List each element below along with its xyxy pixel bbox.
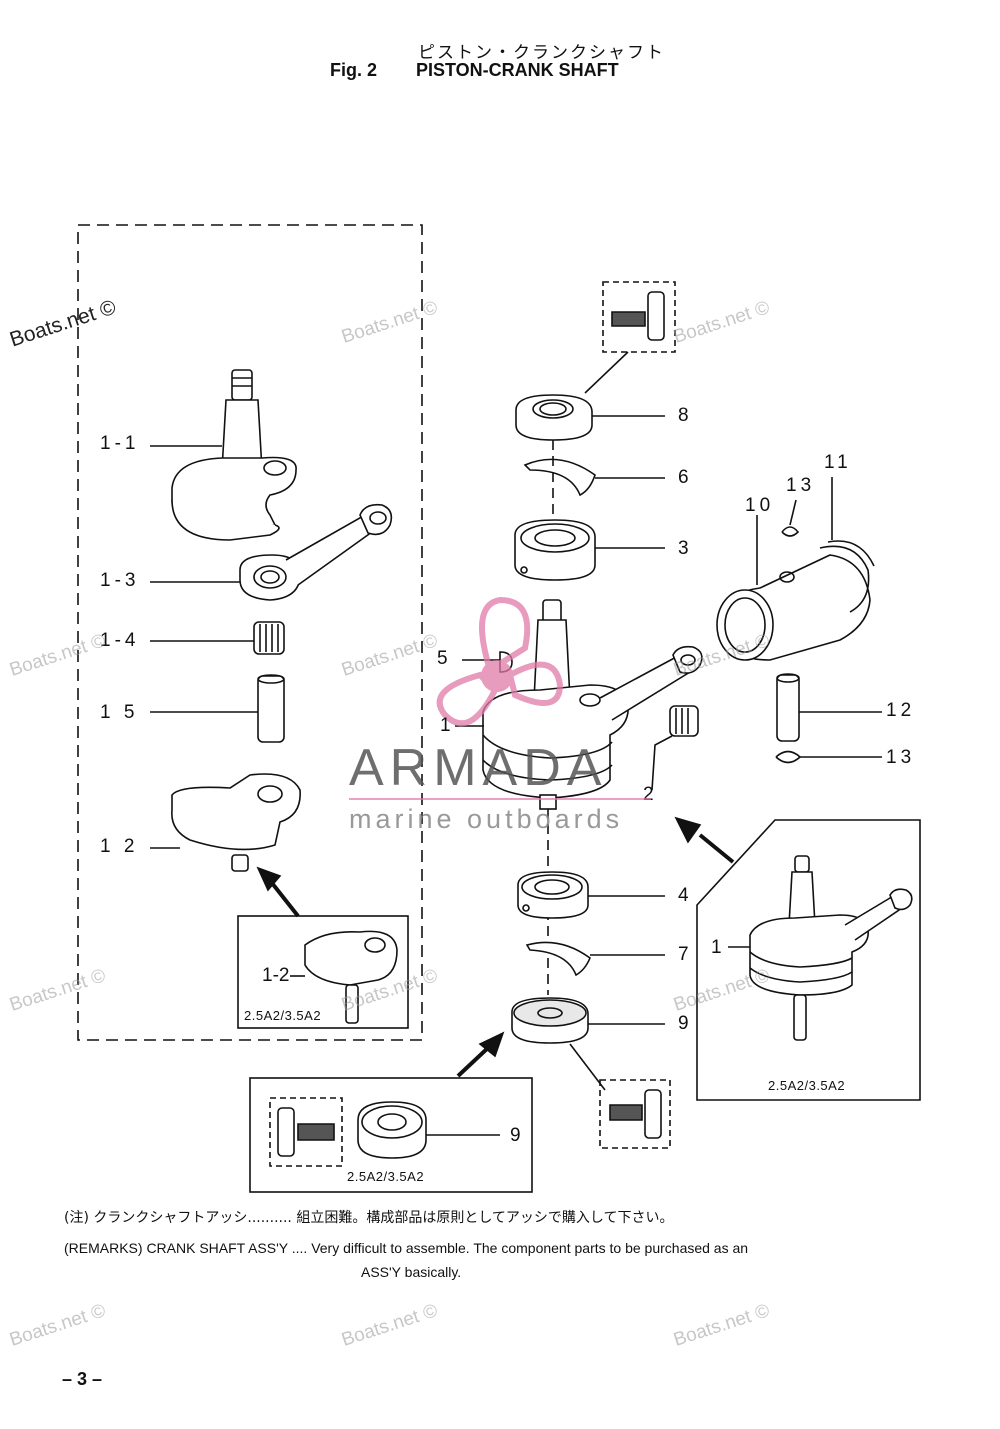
ball-bearing-lower-part bbox=[517, 871, 589, 919]
callout-13-lower: 13 bbox=[886, 747, 916, 768]
needle-bearing-part-2 bbox=[669, 705, 699, 737]
figure-number: Fig. 2 bbox=[330, 60, 378, 80]
bottom-inset-oil-seal bbox=[357, 1101, 427, 1159]
remarks-english-line1: (REMARKS) CRANK SHAFT ASS'Y .... Very di… bbox=[64, 1240, 749, 1256]
model-label-bottom-inset: 2.5A2/3.5A2 bbox=[347, 1169, 425, 1184]
figure-title: PISTON-CRANK SHAFT bbox=[416, 60, 619, 80]
callout-11: 11 bbox=[824, 452, 852, 473]
top-seal-detail bbox=[611, 291, 665, 341]
circlip-lower-part bbox=[525, 941, 591, 977]
callout-1-3: 1-3 bbox=[100, 570, 140, 591]
lower-crank-half-part bbox=[171, 773, 301, 872]
callout-7: 7 bbox=[678, 944, 693, 965]
callout-10: 10 bbox=[745, 495, 775, 516]
right-inset-crankshaft bbox=[749, 855, 913, 1041]
callout-12: 12 bbox=[886, 700, 916, 721]
callout-1-4: 1-4 bbox=[100, 630, 140, 651]
callout-13-upper: 13 bbox=[786, 475, 816, 496]
callout-3: 3 bbox=[678, 538, 693, 559]
bottom-inset-seal-detail-frame bbox=[269, 1097, 343, 1167]
callout-1-5: 1 5 bbox=[100, 702, 139, 723]
arrow-right-inset bbox=[698, 833, 735, 864]
leader-lower-seal-detail bbox=[569, 1043, 606, 1091]
piston-pin-part bbox=[776, 673, 800, 742]
callout-1-2: 1 2 bbox=[100, 836, 139, 857]
page-number: – 3 – bbox=[62, 1369, 103, 1389]
model-label-right-inset: 2.5A2/3.5A2 bbox=[768, 1078, 846, 1093]
crankshaft-assembly-part bbox=[482, 599, 703, 810]
leader-13a bbox=[789, 499, 797, 526]
leader-2 bbox=[651, 735, 673, 791]
right-inset-frame bbox=[696, 819, 921, 1101]
armada-brand-underline bbox=[349, 798, 651, 800]
circlip-upper-part bbox=[523, 458, 596, 497]
lower-seal-detail-frame bbox=[599, 1079, 671, 1149]
remarks-japanese: (注) クランクシャフトアッシ.......... 組立困難。構成部品は原則とし… bbox=[64, 1210, 674, 1226]
upper-crank-half-part bbox=[171, 369, 297, 541]
callout-5: 5 bbox=[437, 648, 452, 669]
leader-top-seal-detail bbox=[584, 351, 629, 394]
piston-pin-clip-upper bbox=[781, 526, 800, 537]
crank-pin-part bbox=[257, 674, 285, 743]
callout-inset-1: 1 bbox=[711, 937, 726, 958]
top-seal-detail-frame bbox=[602, 281, 676, 353]
lower-seal-detail bbox=[609, 1089, 662, 1139]
model-label-left-inset: 2.5A2/3.5A2 bbox=[244, 1008, 322, 1023]
callout-6: 6 bbox=[678, 467, 693, 488]
callout-inset-1-2: 1-2 bbox=[262, 965, 290, 986]
needle-bearing-part bbox=[253, 621, 285, 655]
left-inset-frame bbox=[237, 915, 409, 1029]
title-japanese: ピストン・クランクシャフト bbox=[418, 43, 665, 63]
oil-seal-lower-part bbox=[511, 997, 589, 1044]
ball-bearing-upper-part bbox=[514, 519, 596, 581]
piston-part bbox=[716, 540, 875, 661]
callout-1: 1 bbox=[440, 715, 455, 736]
bottom-inset-frame bbox=[249, 1077, 533, 1193]
arrow-bottom-inset bbox=[456, 1044, 492, 1078]
bottom-inset-seal-detail bbox=[277, 1107, 335, 1157]
callout-2: 2 bbox=[643, 784, 658, 805]
connecting-rod-part bbox=[239, 503, 393, 601]
armada-brand-tagline: marine outboards bbox=[349, 804, 624, 834]
callout-8: 8 bbox=[678, 405, 693, 426]
callout-1-1: 1-1 bbox=[100, 433, 140, 454]
callout-9: 9 bbox=[678, 1013, 693, 1034]
callout-inset-9: 9 bbox=[510, 1125, 525, 1146]
remarks-english-line2: ASS'Y basically. bbox=[361, 1264, 462, 1280]
crankshaft-assy-dashed-frame bbox=[77, 224, 423, 1041]
oil-seal-upper-part bbox=[515, 394, 593, 441]
callout-4: 4 bbox=[678, 885, 693, 906]
piston-pin-clip-lower bbox=[775, 750, 802, 764]
armada-brand-name: ARMADA bbox=[349, 739, 608, 797]
armada-propeller-logo bbox=[436, 596, 564, 727]
inset-lower-crank-half bbox=[304, 930, 398, 1024]
